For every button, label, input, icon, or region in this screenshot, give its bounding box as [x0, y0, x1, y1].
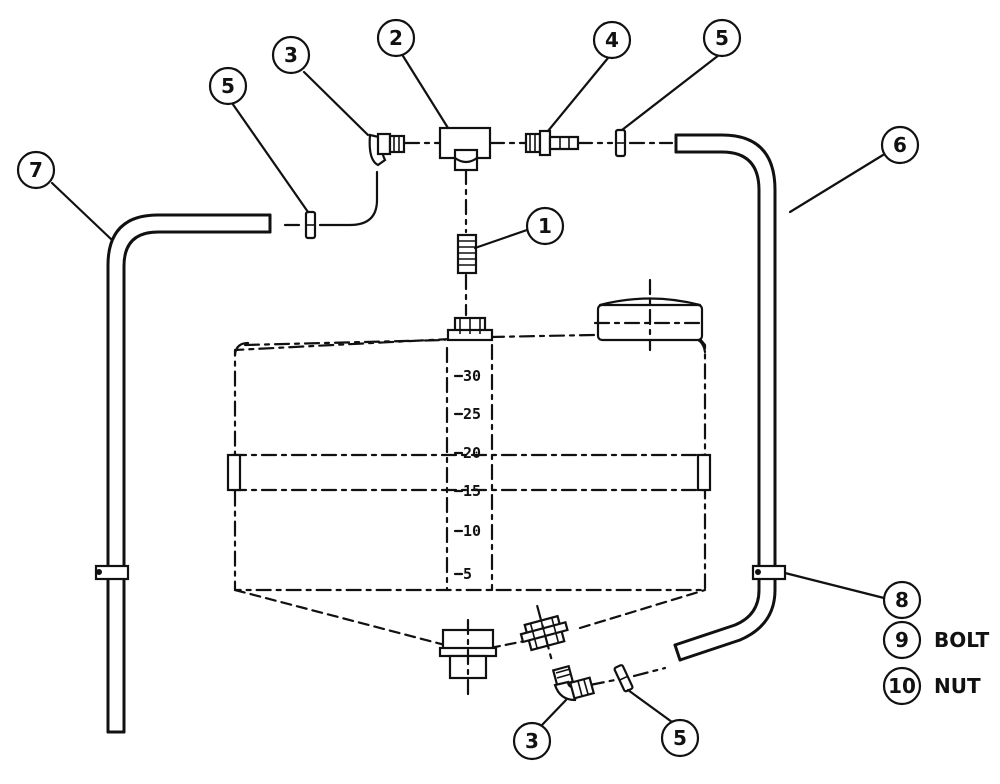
callout-2: 2 [376, 18, 416, 58]
callout-9: 9 [882, 620, 922, 660]
callout-10: 10 [882, 666, 922, 706]
callout-5-left: 5 [208, 66, 248, 106]
hose-clamp-bottom [613, 664, 634, 693]
svg-text:1: 1 [538, 214, 552, 238]
callouts: 1 2 3 4 5 5 6 7 [16, 18, 990, 761]
scale-label-25: 25 [463, 405, 481, 423]
svg-text:5: 5 [673, 726, 687, 750]
svg-text:5: 5 [715, 26, 729, 50]
scale-label-5: 5 [463, 565, 472, 583]
svg-text:4: 4 [605, 28, 619, 52]
top-bulkhead-fitting [446, 316, 494, 342]
bottom-side-bulkhead [519, 604, 569, 666]
hose-barb-fitting [524, 129, 580, 157]
bottom-plumbing [551, 664, 667, 702]
right-vent-tube [673, 133, 787, 662]
legend-nut-label: NUT [934, 674, 981, 698]
svg-text:5: 5 [221, 74, 235, 98]
svg-text:3: 3 [284, 43, 298, 67]
svg-text:9: 9 [895, 628, 909, 652]
level-scale: 30 25 20 15 10 5 [453, 367, 481, 583]
tank-strap-band [226, 453, 712, 492]
callout-5-right: 5 [702, 18, 742, 58]
tank: 30 25 20 15 10 5 [226, 278, 712, 702]
svg-text:7: 7 [29, 158, 43, 182]
hose-clamp-top-left [304, 210, 317, 240]
callout-3-top: 3 [271, 35, 311, 75]
tee-fitting [438, 126, 492, 172]
level-gauge [445, 343, 494, 592]
top-plumbing [283, 126, 674, 317]
callout-7: 7 [16, 150, 56, 190]
svg-text:6: 6 [893, 133, 907, 157]
callout-3-bottom: 3 [512, 721, 552, 761]
callout-5-bottom: 5 [660, 718, 700, 758]
street-elbow-top [368, 132, 406, 167]
svg-text:8: 8 [895, 588, 909, 612]
callout-6: 6 [880, 125, 920, 165]
street-elbow-bottom [551, 664, 596, 702]
hose-clamp-top-right [614, 128, 627, 158]
callout-1: 1 [525, 206, 565, 246]
callout-4: 4 [592, 20, 632, 60]
scale-label-15: 15 [463, 482, 481, 500]
svg-text:10: 10 [888, 674, 916, 698]
left-vent-tube [94, 213, 272, 734]
pipe-nipple [456, 233, 478, 275]
scale-label-10: 10 [463, 522, 481, 540]
legend-bolt-label: BOLT [934, 628, 990, 652]
scale-label-30: 30 [463, 367, 481, 385]
callout-8: 8 [882, 580, 922, 620]
scale-label-20: 20 [463, 444, 481, 462]
svg-text:2: 2 [389, 26, 403, 50]
bottom-drain-fitting [438, 618, 498, 702]
svg-text:3: 3 [525, 729, 539, 753]
fill-lid [593, 278, 707, 352]
